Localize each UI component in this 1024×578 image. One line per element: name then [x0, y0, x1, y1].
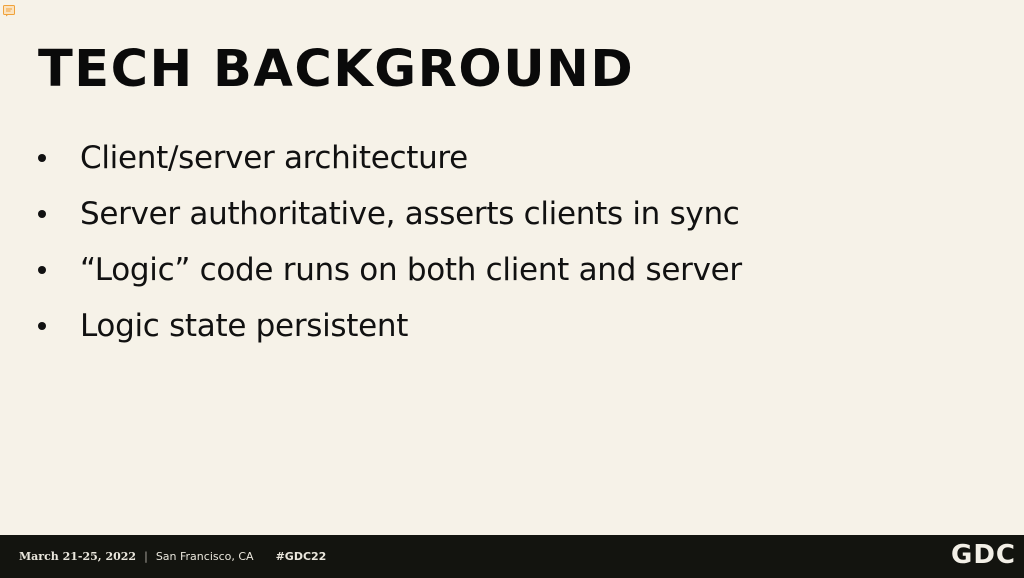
slide-title: TECH BACKGROUND: [38, 40, 635, 99]
bullet-text: Client/server architecture: [80, 140, 468, 176]
footer-bar: March 21-25, 2022 | San Francisco, CA #G…: [0, 535, 1024, 578]
bullet-item: Client/server architecture: [32, 130, 742, 186]
bullet-text: Logic state persistent: [80, 308, 409, 344]
gdc-logo: GDC: [950, 540, 1016, 570]
event-date: March 21-25, 2022: [19, 550, 137, 563]
comment-icon[interactable]: [3, 5, 15, 17]
bullet-dot-icon: [38, 154, 46, 162]
bullet-text: Server authoritative, asserts clients in…: [80, 196, 740, 232]
bullet-list: Client/server architecture Server author…: [32, 130, 742, 354]
bullet-text: “Logic” code runs on both client and ser…: [80, 252, 742, 288]
bullet-dot-icon: [38, 266, 46, 274]
footer-separator: |: [144, 550, 148, 563]
bullet-item: Server authoritative, asserts clients in…: [32, 186, 742, 242]
bullet-item: Logic state persistent: [32, 298, 742, 354]
event-hashtag: #GDC22: [275, 550, 327, 563]
bullet-dot-icon: [38, 210, 46, 218]
bullet-dot-icon: [38, 322, 46, 330]
bullet-item: “Logic” code runs on both client and ser…: [32, 242, 742, 298]
event-location: San Francisco, CA: [155, 550, 254, 563]
